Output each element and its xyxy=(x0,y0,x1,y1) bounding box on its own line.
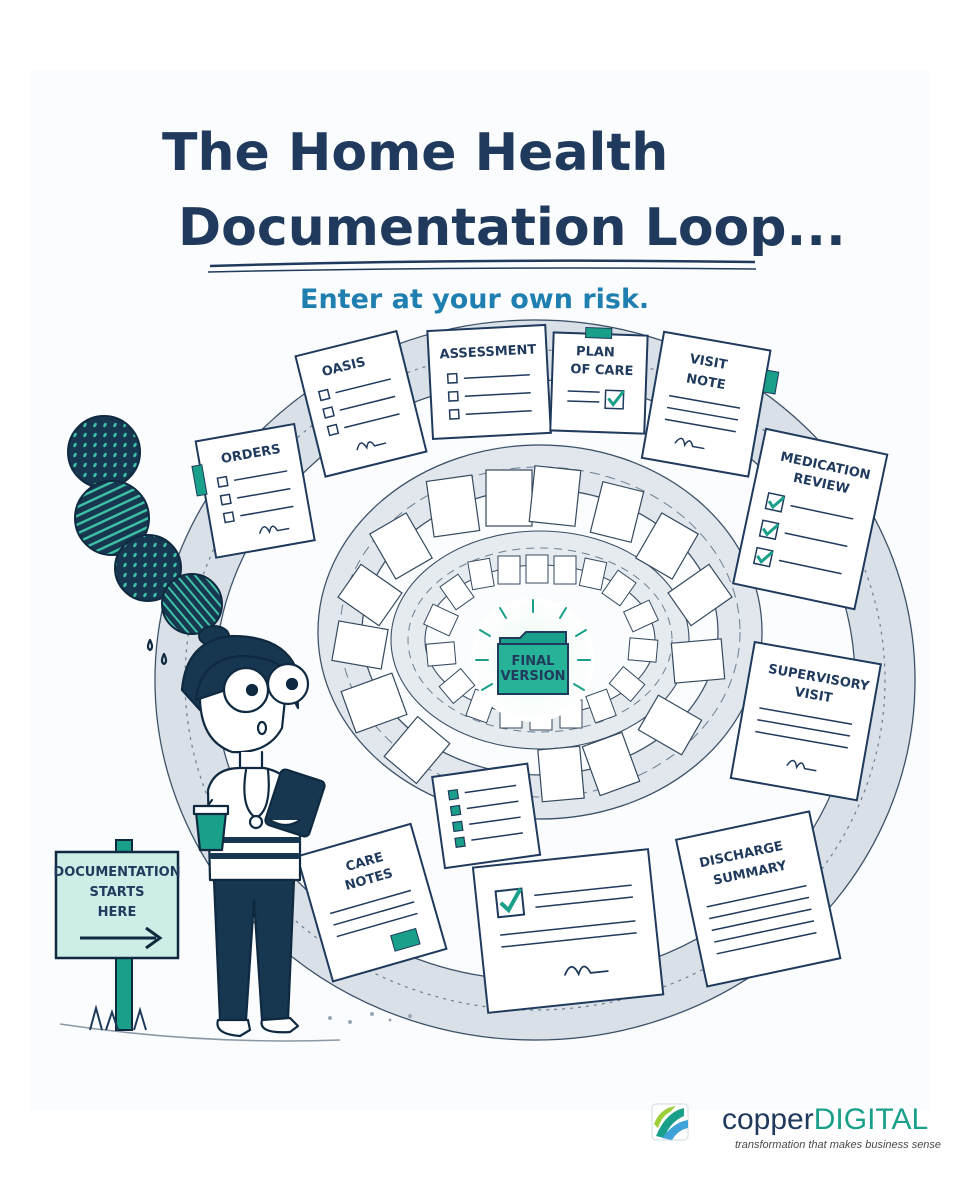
final-version-label-1: FINAL xyxy=(512,654,555,669)
nurse-character xyxy=(146,634,326,1038)
doc-plan-of-care-label-2: OF CARE xyxy=(570,362,633,379)
title-line-2: Documentation Loop... xyxy=(178,198,846,258)
title-underline xyxy=(209,259,756,268)
doc-plan-of-care: PLAN OF CARE xyxy=(549,327,649,435)
doc-assessment-label: ASSESSMENT xyxy=(439,342,537,362)
sign-arrow-icon xyxy=(80,926,163,950)
doc-medication-review: MEDICATION REVIEW xyxy=(731,427,889,611)
doc-discharge-summary: DISCHARGE SUMMARY xyxy=(674,810,842,988)
doc-visit-note-label-1: VISIT xyxy=(688,352,728,373)
doc-visit-note-label-2: NOTE xyxy=(685,371,727,393)
doc-plan-of-care-label-1: PLAN xyxy=(576,344,615,360)
title-line-1: The Home Health xyxy=(162,123,668,183)
subtitle: Enter at your own risk. xyxy=(300,284,649,315)
doc-signed-approval xyxy=(471,848,665,1014)
starts-here-sign: DOCUMENTATION STARTS HERE xyxy=(53,839,181,1031)
middle-ring-papers xyxy=(331,465,733,803)
sign-line-3: HERE xyxy=(98,905,137,920)
doc-care-notes: CARE NOTES xyxy=(295,822,448,983)
hair-bubbles xyxy=(67,415,230,647)
final-version-label-2: VERSION xyxy=(500,669,565,684)
inner-ring-papers xyxy=(422,554,660,731)
brand-name-part-2: DIGITAL xyxy=(813,1103,929,1136)
brand-name: copperDIGITAL xyxy=(722,1103,928,1137)
sign-line-2: STARTS xyxy=(90,885,145,900)
doc-checklist-lower xyxy=(431,762,542,870)
doc-orders: ORDERS xyxy=(191,422,316,559)
doc-assessment: ASSESSMENT xyxy=(426,323,552,441)
doc-supervisory-visit-label-2: VISIT xyxy=(793,685,833,706)
doc-oasis: OASIS xyxy=(294,329,428,478)
ground-line xyxy=(59,1023,341,1042)
brand-name-part-1: copper xyxy=(722,1103,814,1136)
copper-digital-logo-icon xyxy=(651,1103,689,1141)
title-underline-2 xyxy=(207,267,757,273)
doc-supervisory-visit: SUPERVISORY VISIT xyxy=(729,640,882,802)
brand-tagline: transformation that makes business sense xyxy=(735,1139,942,1151)
final-version-folder: FINAL VERSION xyxy=(497,631,569,695)
ground-pebbles xyxy=(328,1012,412,1024)
doc-visit-note: VISIT NOTE xyxy=(640,330,780,478)
glow-rays xyxy=(475,599,591,691)
sign-line-1: DOCUMENTATION xyxy=(53,865,180,880)
